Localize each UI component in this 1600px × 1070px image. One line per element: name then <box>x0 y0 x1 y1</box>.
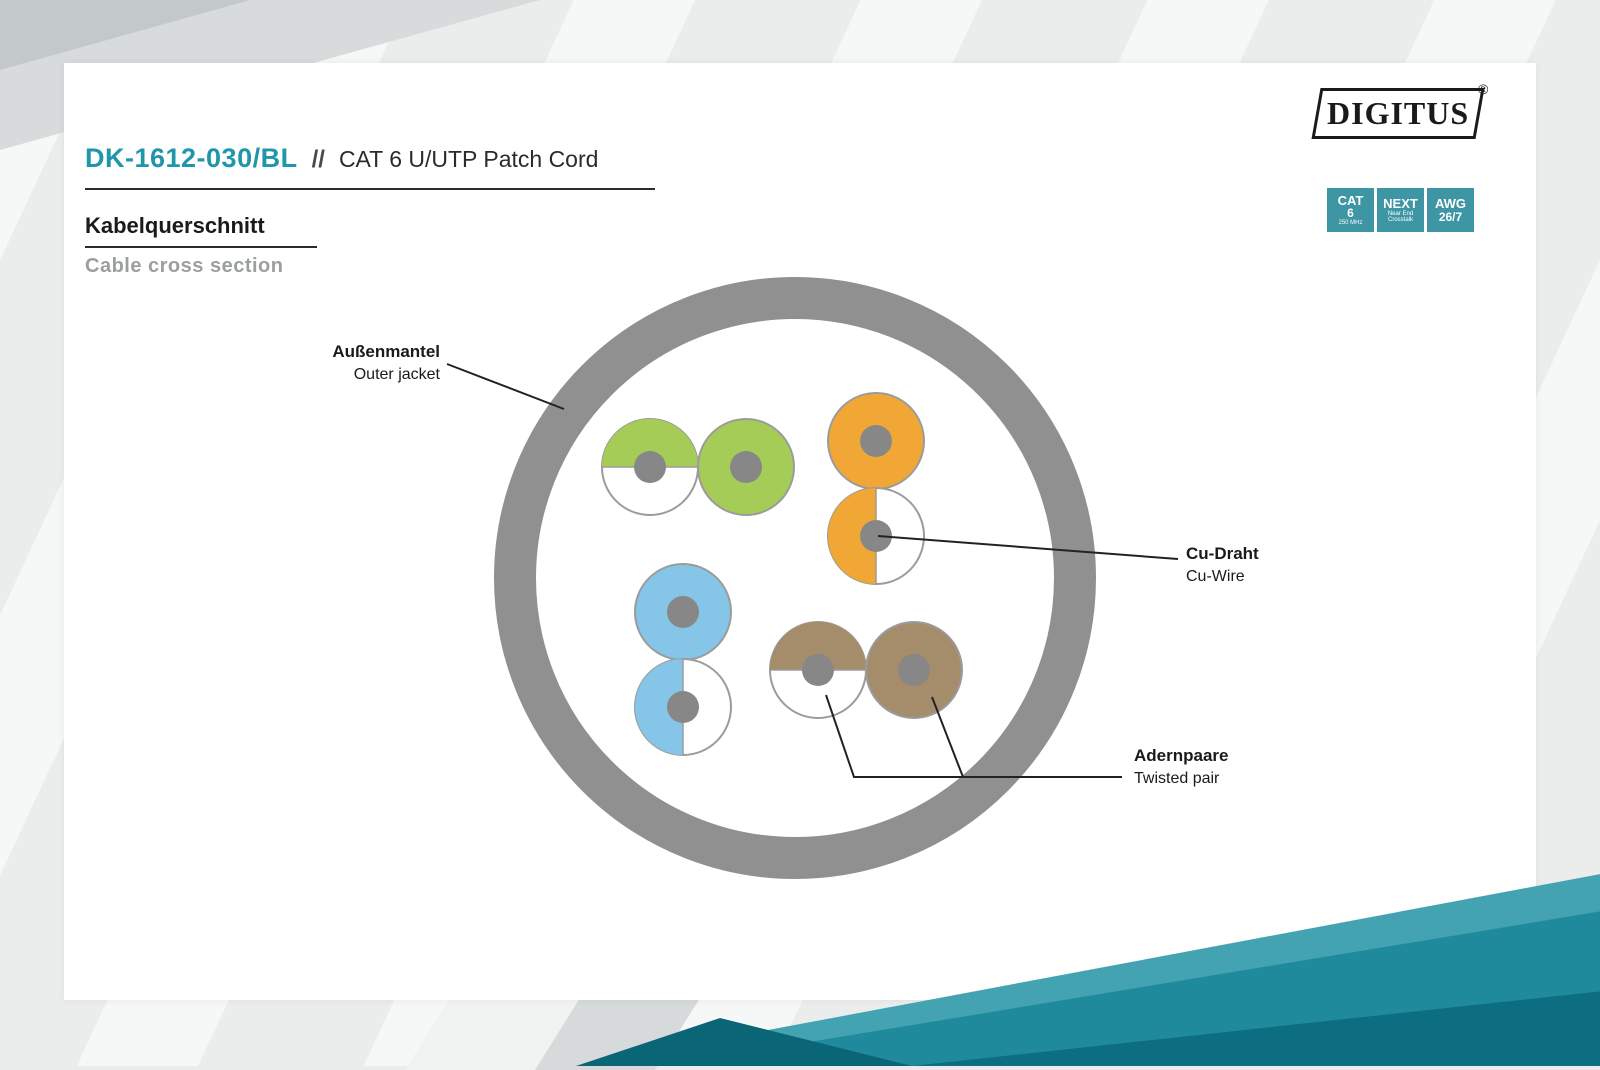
twisted-pair-label-en: Twisted pair <box>1134 769 1220 787</box>
product-name: CAT 6 U/UTP Patch Cord <box>338 146 599 172</box>
twisted-pair-leader-line-1 <box>825 694 1122 778</box>
cu-wire-core <box>860 425 892 457</box>
badge-next-detail-1: Near End <box>1387 210 1414 217</box>
model-number: DK-1612-030/BL <box>85 143 298 173</box>
wire-pair-brown <box>769 621 963 719</box>
cu-wire-core <box>898 654 930 686</box>
cu-wire-label: Cu-Draht Cu-Wire <box>1186 543 1259 588</box>
wire-pair-orange <box>827 392 925 585</box>
badge-cat6-frequency: 250 MHz <box>1338 219 1363 226</box>
wire-pair-green <box>601 418 795 516</box>
cable-cross-section-diagram <box>446 277 1179 879</box>
cu-wire-label-en: Cu-Wire <box>1186 567 1245 585</box>
twisted-pair-label-de: Adernpaare <box>1134 746 1229 765</box>
cu-wire-core <box>667 691 699 723</box>
outer-jacket-label-de: Außenmantel <box>332 342 440 361</box>
spec-badges: CAT 6 250 MHz NEXT Near End Crosstalk AW… <box>1327 188 1474 232</box>
cu-wire-core <box>730 451 762 483</box>
section-heading-en: Cable cross section <box>85 255 284 277</box>
cu-wire-core <box>802 654 834 686</box>
brown-stripe-half <box>770 622 866 670</box>
twisted-pair-leader-line-2 <box>931 696 964 778</box>
green-stripe-half <box>602 419 698 467</box>
registered-trademark-mark: ® <box>1478 81 1489 97</box>
title-separator: // <box>311 146 325 173</box>
cu-wire-leader-line <box>877 535 1179 560</box>
outer-jacket-label-en: Outer jacket <box>353 365 440 383</box>
datasheet-card: DIGITUS ® DK-1612-030/BL // CAT 6 U/UTP … <box>64 63 1536 1000</box>
cu-wire-core <box>860 520 892 552</box>
badge-cat6: CAT 6 250 MHz <box>1327 188 1374 232</box>
product-title: DK-1612-030/BL // CAT 6 U/UTP Patch Cord <box>85 143 655 190</box>
outer-jacket-ring <box>494 277 1096 879</box>
badge-awg-label: AWG <box>1434 195 1467 211</box>
cu-wire-core <box>667 596 699 628</box>
cu-wire-core <box>634 451 666 483</box>
badge-next-detail-2: Crosstalk <box>1387 216 1413 223</box>
orange-stripe-half <box>828 488 876 584</box>
badge-cat6-value: 6 <box>1347 206 1354 221</box>
blue-stripe-half <box>635 659 683 755</box>
outer-jacket-label: Außenmantel Outer jacket <box>332 341 440 386</box>
badge-next: NEXT Near End Crosstalk <box>1377 188 1424 232</box>
wire-pair-blue <box>634 563 732 756</box>
cu-wire-label-de: Cu-Draht <box>1186 544 1259 563</box>
twisted-pair-label: Adernpaare Twisted pair <box>1134 745 1228 790</box>
section-heading-de: Kabelquerschnitt <box>85 213 317 248</box>
badge-awg: AWG 26/7 <box>1427 188 1474 232</box>
badge-next-label: NEXT <box>1383 195 1418 211</box>
badge-awg-value: 26/7 <box>1438 209 1463 224</box>
outer-jacket-leader-line <box>446 363 565 410</box>
badge-cat6-label: CAT <box>1337 192 1364 208</box>
